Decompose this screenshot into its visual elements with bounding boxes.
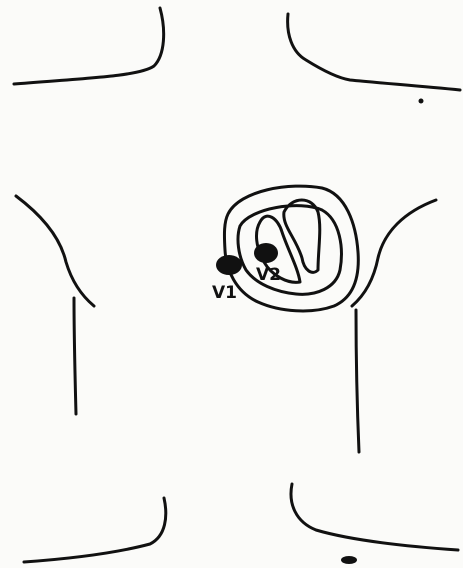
ink-mark <box>419 99 424 104</box>
ink-smudge <box>341 556 357 564</box>
electrode-v2-dot <box>254 243 278 263</box>
heart-right-ventricle <box>284 200 320 272</box>
right-arm-outline <box>352 200 436 306</box>
right-waist-line <box>291 484 458 550</box>
left-arm-outline <box>16 196 94 306</box>
left-waist-line <box>24 498 166 562</box>
left-neck-shoulder-line <box>14 8 164 84</box>
electrode-v1-label: V1 <box>212 283 237 303</box>
right-torso-side <box>356 310 359 452</box>
electrode-v1-dot <box>216 255 242 275</box>
left-torso-side <box>74 298 76 414</box>
electrode-v2-label: V2 <box>256 265 281 285</box>
right-neck-shoulder-line <box>288 14 460 90</box>
